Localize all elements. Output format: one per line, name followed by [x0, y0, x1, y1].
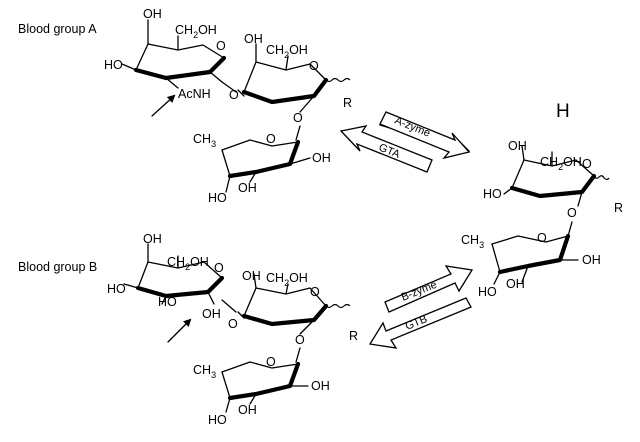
h-link-oxygen: O [567, 206, 577, 220]
b-gal-ho-6: HO [158, 295, 177, 309]
a-link-oxygen-1: O [229, 88, 239, 102]
a-galnac-ch2oh: CH2OH [175, 23, 217, 40]
h-r-group: R [614, 201, 623, 215]
h-gal-ho-3: HO [483, 187, 502, 201]
b-arrow-oh-pointer [167, 318, 192, 343]
b-gal-oh-4b: OH [242, 269, 261, 283]
a-r-group: R [343, 96, 352, 110]
a-gal-ch2oh: CH2OH [266, 43, 308, 60]
a-fucose-ch3: CH3 [193, 132, 216, 149]
blood-group-b-label: Blood group B [18, 260, 97, 274]
b-gal-oh-4: OH [143, 232, 162, 246]
a-fucose-ho-4: HO [208, 191, 227, 205]
h-fucose-ring-oxygen: O [537, 231, 547, 245]
a-gal-ring [237, 43, 351, 113]
b-gal-ring-oxygen-b: O [310, 285, 320, 299]
a-fucose-oh-2: OH [312, 151, 331, 165]
h-gal-ring-oxygen: O [582, 157, 592, 171]
h-fucose-oh-3: OH [506, 277, 525, 291]
b-gal-ring [237, 273, 351, 335]
b-fucose-ring [221, 347, 309, 413]
a-arrow-acnh-pointer [151, 94, 176, 117]
h-fucose-ring [491, 221, 579, 285]
a-galnac-ho-3: HO [104, 58, 123, 72]
a-galnac-ring-oxygen: O [216, 39, 226, 53]
b-gal-terminal-ring [123, 243, 237, 313]
h-gal-ring [503, 145, 610, 207]
a-galnac-ring [121, 19, 237, 93]
b-fucose-ring-oxygen: O [266, 355, 276, 369]
h-fucose-ch3: CH3 [461, 233, 484, 250]
h-gal-ch2oh: CH2OH [540, 155, 582, 172]
a-galnac-oh-4: OH [143, 7, 162, 21]
a-fucose-ring [221, 125, 311, 193]
b-gal-ring-oxygen: O [214, 261, 224, 275]
gtb-arrow [368, 297, 472, 349]
a-gal-ring-oxygen: O [309, 59, 319, 73]
h-gal-oh-4: OH [508, 139, 527, 153]
a-zyme-arrow [379, 111, 471, 160]
b-zyme-arrow [384, 265, 474, 313]
gta-arrow [339, 125, 433, 173]
b-gal-ch2oh: CH2OH [167, 255, 209, 272]
b-fucose-oh-2: OH [311, 379, 330, 393]
a-fucose-ring-oxygen: O [266, 132, 276, 146]
a-gal-oh-4: OH [244, 32, 263, 46]
b-gal-ho-3: HO [107, 282, 126, 296]
b-link-oxygen-1: O [228, 317, 238, 331]
a-fucose-oh-3: OH [238, 181, 257, 195]
b-r-group: R [349, 329, 358, 343]
h-fucose-ho-4: HO [478, 285, 497, 299]
b-fucose-ho-4: HO [208, 413, 227, 427]
h-fucose-oh-2: OH [582, 253, 601, 267]
b-gal-ch2oh-b: CH2OH [266, 271, 308, 288]
b-fucose-ch3: CH3 [193, 363, 216, 380]
b-link-oxygen-2: O [295, 333, 305, 347]
h-antigen-label: H [556, 101, 570, 122]
a-link-oxygen-2: O [293, 111, 303, 125]
b-fucose-oh-3: OH [238, 403, 257, 417]
blood-group-a-label: Blood group A [18, 22, 97, 36]
b-zyme-label: B-zyme [400, 279, 439, 304]
b-gal-oh-2: OH [202, 307, 221, 321]
a-galnac-acnh: AcNH [178, 87, 211, 101]
